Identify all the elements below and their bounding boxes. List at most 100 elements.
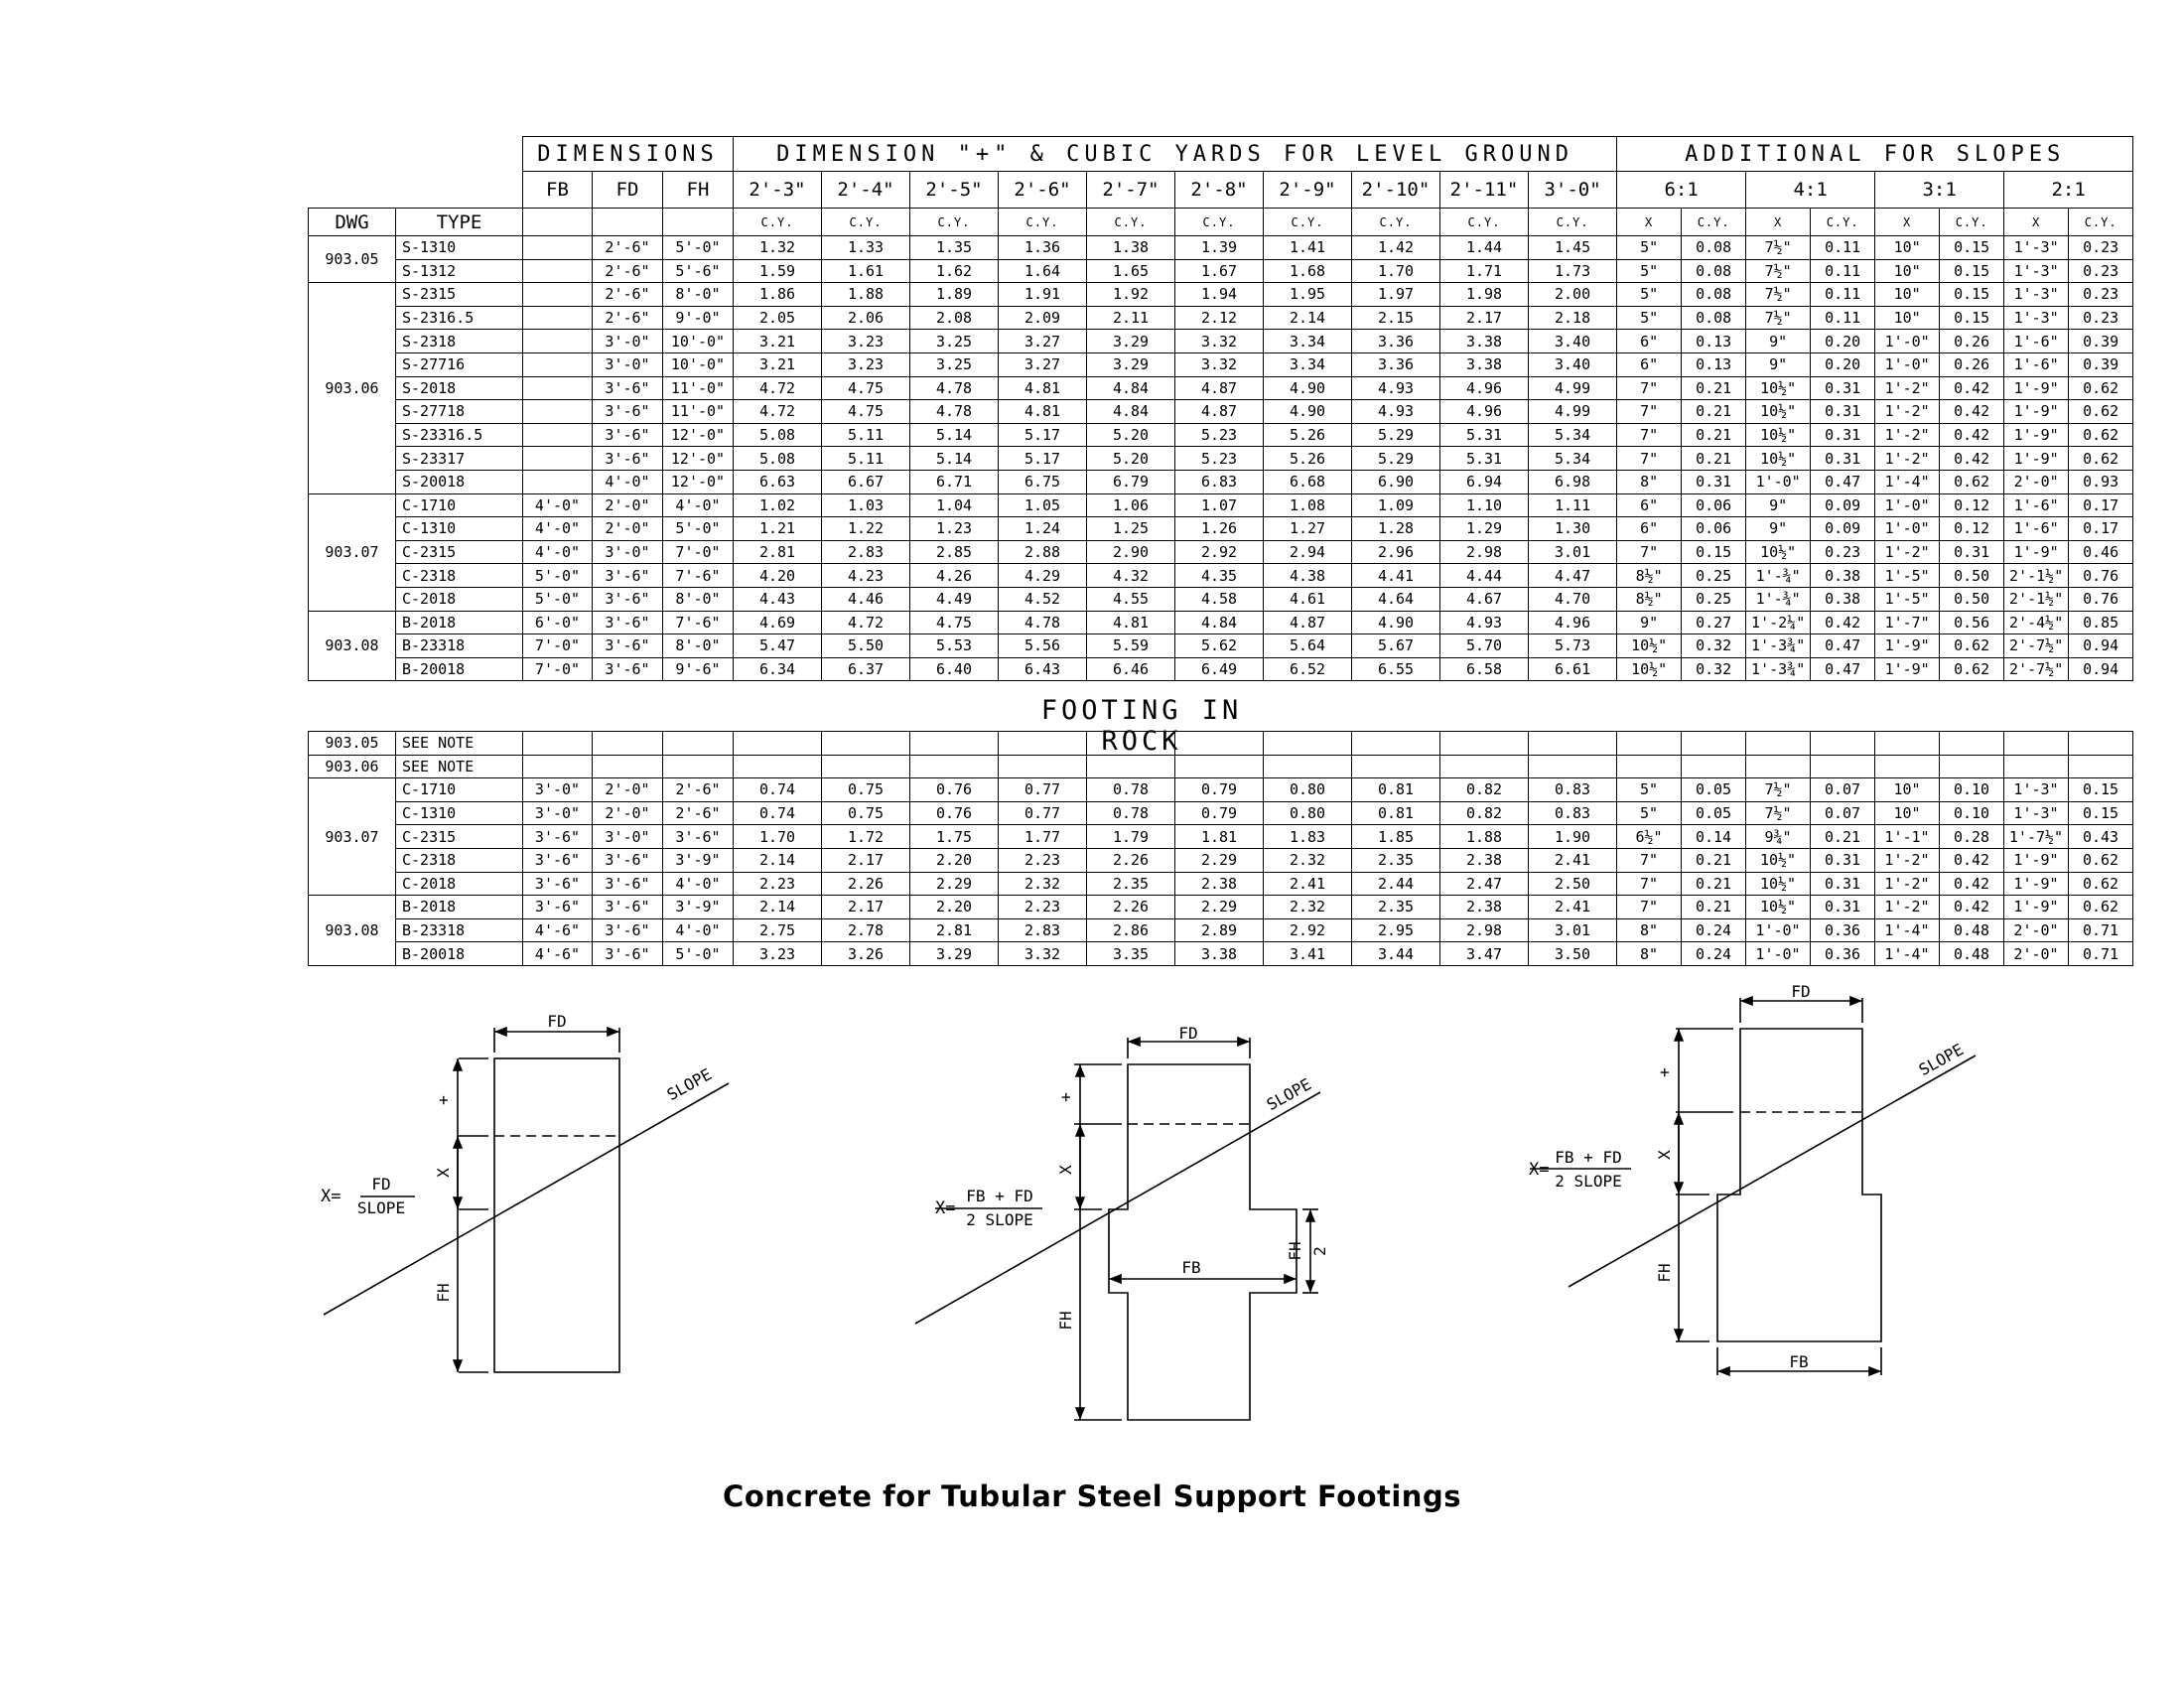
value-cell: 0.10	[1939, 800, 2004, 826]
value-cell: 3.01	[1528, 917, 1617, 943]
value-cell: 3.27	[998, 329, 1087, 353]
value-cell: 3.34	[1263, 352, 1352, 377]
empty-cell	[662, 731, 734, 756]
value-cell: 4.90	[1263, 399, 1352, 424]
plus-dim-header: 2'-5"	[909, 171, 999, 209]
value-cell: 3.35	[1086, 941, 1175, 966]
x-header: X	[2003, 208, 2070, 236]
value-cell: 10"	[1874, 282, 1941, 307]
value-cell: 0.62	[2068, 446, 2134, 471]
value-cell: 1.67	[1174, 258, 1264, 284]
value-cell: 1.71	[1439, 258, 1529, 284]
empty-cell	[1439, 731, 1529, 756]
value-cell: 2.06	[821, 305, 910, 331]
value-cell: 6.67	[821, 469, 910, 494]
value-cell: 2.38	[1439, 847, 1529, 873]
value-cell: 4.70	[1527, 586, 1618, 612]
value-cell: 5.67	[1351, 633, 1440, 658]
label-fb: FB	[1181, 1258, 1200, 1277]
value-cell: 0.78	[1086, 800, 1175, 826]
value-cell: 1.22	[821, 516, 910, 541]
value-cell: 8½"	[1616, 563, 1683, 588]
value-cell: 1.62	[909, 258, 999, 284]
value-cell: 5.64	[1263, 633, 1352, 658]
value-cell: 3'-0"	[592, 539, 663, 565]
value-cell: 1'-9"	[1874, 656, 1941, 682]
cy-header: C.Y.	[821, 208, 910, 236]
value-cell: 5.17	[998, 422, 1087, 448]
footing-outline	[1108, 1063, 1297, 1421]
type-cell: C-2318	[395, 563, 523, 588]
value-cell: 0.62	[2068, 847, 2133, 873]
value-cell: 8'-0"	[662, 586, 734, 612]
label-fh-half-num: FH	[1286, 1241, 1304, 1260]
value-cell: 4.72	[821, 610, 910, 635]
value-cell: 0.20	[1810, 352, 1876, 377]
type-cell: C-2315	[395, 539, 523, 565]
plus-dim-header: 2'-6"	[998, 171, 1087, 209]
value-cell: 1.35	[909, 235, 999, 260]
value-cell: 0.05	[1681, 777, 1746, 802]
value-cell: 7"	[1616, 895, 1682, 919]
value-cell: 6.94	[1439, 469, 1529, 494]
value-cell: 3'-0"	[592, 824, 663, 849]
value-cell: 0.07	[1810, 777, 1875, 802]
value-cell: 2.17	[821, 847, 910, 873]
value-cell: 2'-1½"	[2003, 586, 2070, 612]
value-cell: 10"	[1874, 800, 1940, 826]
value-cell: 4'-6"	[522, 941, 593, 966]
value-cell: 5.29	[1351, 446, 1440, 471]
value-cell: 2.20	[909, 847, 999, 873]
value-cell: 10"	[1874, 305, 1941, 331]
value-cell: 4.20	[733, 563, 822, 588]
value-cell: 0.94	[2068, 656, 2134, 682]
value-cell: 0.06	[1681, 516, 1747, 541]
type-cell: S-20018	[395, 469, 523, 494]
type-cell: B-20018	[395, 941, 523, 966]
value-cell: 1.42	[1351, 235, 1440, 260]
value-cell: 11'-0"	[662, 375, 734, 401]
value-cell: 10½"	[1745, 399, 1812, 424]
value-cell: 9¾"	[1745, 824, 1811, 849]
value-cell: 5'-0"	[522, 586, 593, 612]
value-cell: 0.23	[2068, 305, 2134, 331]
value-cell: 1.06	[1086, 492, 1175, 518]
value-cell: 1.65	[1086, 258, 1175, 284]
value-cell: 5.11	[821, 422, 910, 448]
label-plus: +	[1655, 1067, 1674, 1077]
value-cell: 2.23	[733, 871, 822, 897]
value-cell: 1.07	[1174, 492, 1264, 518]
value-cell: 0.08	[1681, 235, 1747, 260]
empty-cell	[821, 754, 910, 779]
formula1-den: SLOPE	[357, 1198, 405, 1217]
value-cell: 9"	[1745, 516, 1812, 541]
value-cell: 3.23	[821, 329, 910, 353]
value-cell: 3.27	[998, 352, 1087, 377]
value-cell: 1'-9"	[2003, 375, 2070, 401]
value-cell: 0.15	[1939, 235, 2005, 260]
value-cell: 0.11	[1810, 282, 1876, 307]
value-cell: 3.29	[909, 941, 999, 966]
value-cell: 1'-0"	[1874, 516, 1941, 541]
value-cell: 3'-6"	[592, 633, 663, 658]
value-cell: 4.47	[1527, 563, 1618, 588]
value-cell: 3.41	[1263, 941, 1352, 966]
value-cell: 3.38	[1174, 941, 1264, 966]
value-cell: 5.14	[909, 446, 999, 471]
dwg-cell: 903.05	[308, 731, 396, 756]
value-cell: 1.41	[1263, 235, 1352, 260]
value-cell: 1.33	[821, 235, 910, 260]
value-cell: 0.23	[2068, 282, 2134, 307]
value-cell: 6.75	[998, 469, 1087, 494]
cy-header: C.Y.	[2068, 208, 2134, 236]
value-cell: 4.93	[1351, 399, 1440, 424]
dwg-header: DWG	[308, 208, 396, 236]
value-cell: 5'-0"	[522, 563, 593, 588]
value-cell: 0.31	[1939, 539, 2005, 565]
value-cell: 5.11	[821, 446, 910, 471]
value-cell: 3.29	[1086, 352, 1175, 377]
